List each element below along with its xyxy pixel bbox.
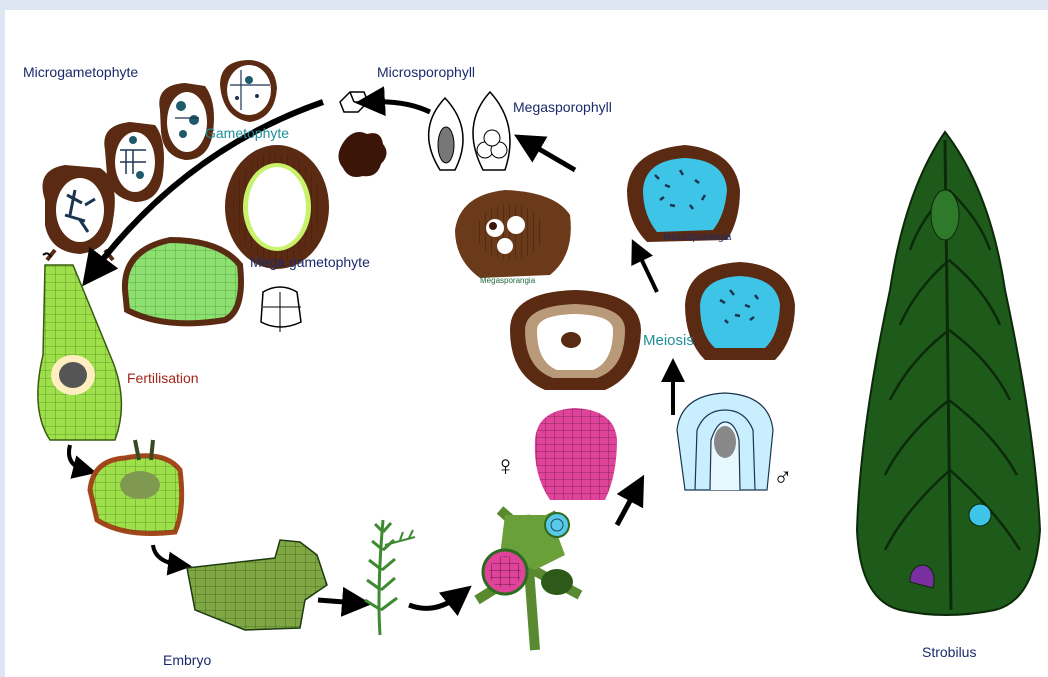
arrow-embryo-to-seedling xyxy=(318,600,357,603)
microsporangium-mid xyxy=(685,262,795,360)
label-microgametophyte: Microgametophyte xyxy=(23,64,138,80)
microgametophyte-cell-3 xyxy=(159,83,214,160)
label-meiosis: Meiosis xyxy=(643,332,694,349)
fertilisation-archegonium xyxy=(38,253,122,440)
megasporangium-young xyxy=(535,408,617,500)
spore-outline-icon xyxy=(340,92,368,112)
sporophyte-seedling xyxy=(365,520,415,635)
label-microsporophyll: Microsporophyll xyxy=(377,64,475,80)
microsporangia-mature xyxy=(627,145,740,242)
label-embryo: Embryo xyxy=(163,652,211,668)
green-gametophyte-tissue xyxy=(125,240,241,323)
female-symbol: ♀ xyxy=(495,450,516,482)
archegonium-sketch xyxy=(261,287,301,332)
arrow-to-megasporangium-dev xyxy=(617,488,637,525)
megasporophyll-leaf xyxy=(473,92,510,170)
label-strobilus: Strobilus xyxy=(922,644,976,660)
megasporangia-tetrad xyxy=(455,190,571,278)
label-megasporophyll: Megasporophyll xyxy=(513,99,612,115)
label-gametophyte: Gametophyte xyxy=(205,125,289,141)
microgametophyte-cell-1 xyxy=(43,165,115,260)
spore-cluster xyxy=(338,132,386,177)
label-megasporangia: Megasporangia xyxy=(480,276,535,285)
arrow-microsporangia-up-1 xyxy=(637,250,657,292)
male-symbol: ♂ xyxy=(773,462,793,493)
arrow-to-zygote xyxy=(69,445,85,470)
arrow-seedling-to-branch xyxy=(409,595,460,608)
microsporangium-young xyxy=(677,393,773,490)
megasporangium-mature xyxy=(510,290,641,390)
label-mega-gametophyte: Mega gametophyte xyxy=(250,254,370,270)
strobilus-cone xyxy=(857,132,1040,615)
arrow-to-embryo xyxy=(153,545,180,565)
embryo-tissue xyxy=(187,540,327,630)
mega-gametophyte-ring xyxy=(225,145,329,269)
life-cycle-diagram: Microgametophyte Gametophyte Microsporop… xyxy=(5,10,1048,677)
developing-embryo xyxy=(90,440,182,534)
microgametophyte-cell-4 xyxy=(220,60,277,122)
label-microsporangia: Microsporangia xyxy=(663,232,731,243)
branch-with-sporangia xyxy=(477,510,580,650)
label-fertilisation: Fertilisation xyxy=(127,370,199,386)
arrow-microsporophyll-to-spore xyxy=(370,102,430,112)
arrow-to-megasporophyll xyxy=(527,142,575,170)
microsporophyll-leaf xyxy=(429,98,463,170)
microgametophyte-cell-2 xyxy=(104,122,164,202)
